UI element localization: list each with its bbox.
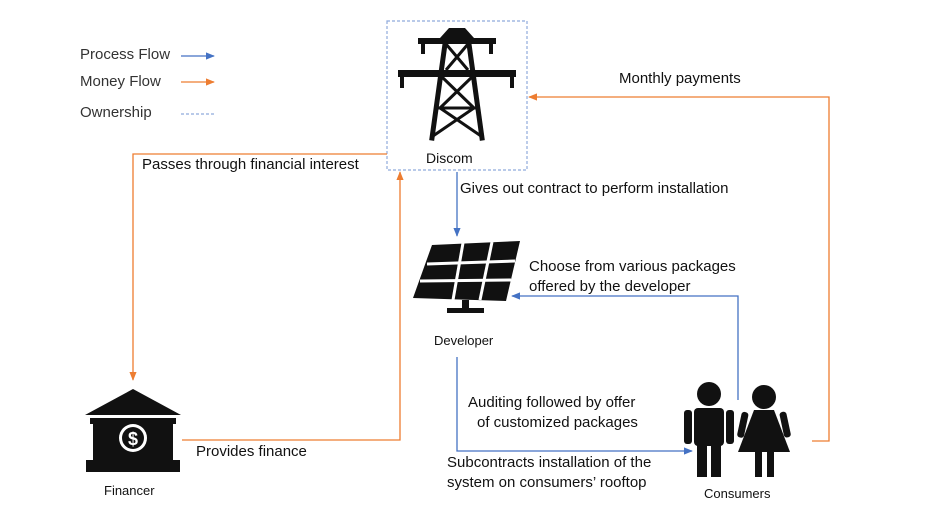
subcontract-label-line1: Subcontracts installation of the — [447, 454, 652, 471]
monthly-payments-label: Monthly payments — [619, 70, 741, 87]
consumers-label: Consumers — [704, 486, 771, 501]
subcontract-label-line2: system on consumers’ rooftop — [447, 474, 647, 491]
auditing-label-line2: of customized packages — [477, 414, 638, 431]
financial-interest-arrow — [129, 153, 387, 381]
bank-icon: $ — [85, 389, 181, 472]
developer-label: Developer — [434, 333, 494, 348]
legend-money-flow-label: Money Flow — [80, 73, 161, 90]
svg-text:$: $ — [128, 429, 138, 449]
financial-interest-label: Passes through financial interest — [142, 156, 359, 173]
subcontract-arrow — [456, 357, 693, 455]
discom-ownership-box — [386, 20, 528, 171]
packages-label-line2: offered by the developer — [529, 278, 691, 295]
legend-ownership-label: Ownership — [80, 104, 152, 121]
financer-label: Financer — [104, 483, 155, 498]
provides-finance-label: Provides finance — [196, 443, 307, 460]
people-icon — [684, 382, 791, 477]
contract-label: Gives out contract to perform installati… — [460, 180, 729, 197]
transmission-tower-icon — [398, 28, 516, 141]
monthly-payments-arrow — [528, 93, 830, 442]
packages-arrow — [511, 292, 739, 400]
packages-label-line1: Choose from various packages — [529, 258, 736, 275]
discom-label: Discom — [426, 150, 473, 166]
provides-finance-arrow — [182, 171, 404, 441]
legend-process-flow-label: Process Flow — [80, 46, 171, 63]
auditing-label-line1: Auditing followed by offer — [468, 394, 636, 411]
solar-panel-icon — [413, 241, 520, 313]
